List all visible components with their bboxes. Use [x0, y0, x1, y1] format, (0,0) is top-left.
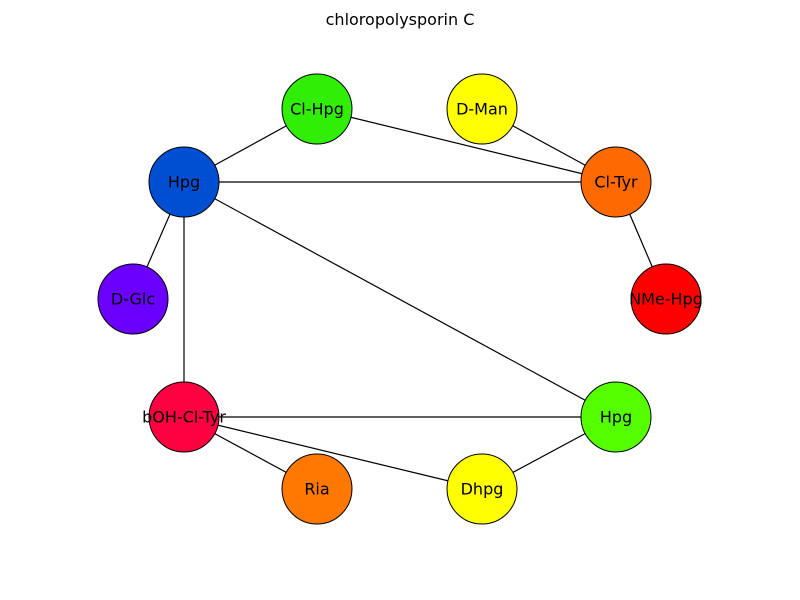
node-n4: D-Glc: [97, 263, 169, 335]
node-n5: NMe-Hpg: [629, 263, 703, 335]
node-circle: [281, 453, 353, 525]
node-circle: [148, 146, 220, 218]
node-circle: [97, 263, 169, 335]
node-circle: [630, 263, 702, 335]
node-label: bOH-Cl-Tyr: [142, 408, 226, 427]
node-circle: [281, 73, 353, 145]
node-n6: bOH-Cl-Tyr: [142, 381, 226, 453]
node-label: Cl-Tyr: [594, 173, 638, 192]
node-circle: [580, 146, 652, 218]
node-circle: [446, 73, 518, 145]
node-circle: [580, 381, 652, 453]
node-label: Hpg: [168, 173, 200, 192]
node-n8: Ria: [281, 453, 353, 525]
node-label: Cl-Hpg: [290, 100, 344, 119]
node-n2: Hpg: [148, 146, 220, 218]
node-label: D-Glc: [111, 290, 155, 309]
node-label: Hpg: [600, 408, 632, 427]
node-n0: Cl-Hpg: [281, 73, 353, 145]
node-circle: [148, 381, 220, 453]
node-circle: [446, 453, 518, 525]
node-n7: Hpg: [580, 381, 652, 453]
node-n3: Cl-Tyr: [580, 146, 652, 218]
node-label: Ria: [304, 480, 329, 499]
edge-n6-n9: [183, 416, 483, 490]
edge-n2-n7: [183, 181, 617, 418]
node-label: NMe-Hpg: [629, 290, 703, 309]
edge-n0-n3: [316, 108, 617, 183]
diagram-title: chloropolysporin C: [325, 10, 475, 29]
node-label: Dhpg: [461, 480, 504, 499]
node-n9: Dhpg: [446, 453, 518, 525]
node-n1: D-Man: [446, 73, 518, 145]
node-label: D-Man: [456, 100, 508, 119]
